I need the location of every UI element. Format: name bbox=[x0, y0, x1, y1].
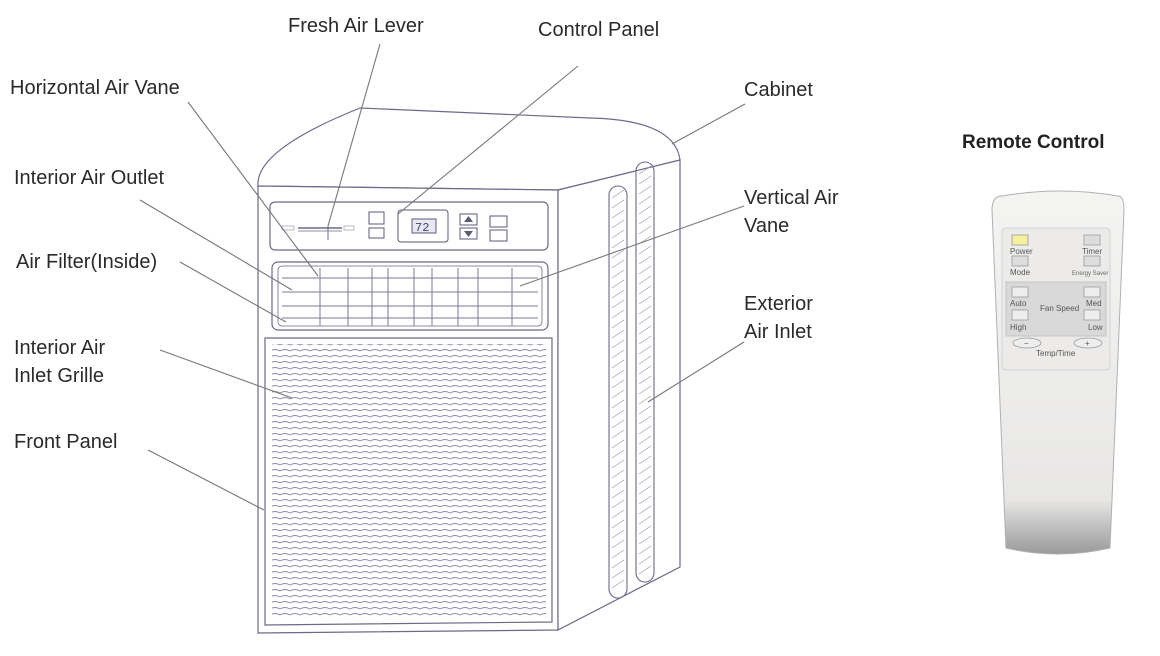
remote-low-label: Low bbox=[1088, 323, 1103, 332]
remote-auto-button bbox=[1011, 286, 1029, 298]
remote-power-label: Power bbox=[1010, 247, 1033, 256]
side-face bbox=[557, 159, 681, 631]
front-panel-frame bbox=[264, 337, 553, 626]
leader-horizontal-air-vane bbox=[187, 101, 319, 277]
cabinet-top bbox=[257, 107, 681, 191]
remote-fan-speed-label: Fan Speed bbox=[1040, 304, 1079, 313]
control-panel-strip bbox=[269, 201, 549, 251]
leader-fresh-air-lever bbox=[327, 43, 381, 227]
leader-vertical-air-vane bbox=[519, 205, 745, 287]
label-vertical-air-vane-line1: Vertical Air bbox=[744, 187, 839, 209]
leader-cabinet bbox=[671, 103, 746, 145]
label-interior-air-inlet-line1: Interior Air bbox=[14, 337, 106, 359]
leader-exterior-air-inlet bbox=[647, 341, 745, 403]
remote-energy-saver-button bbox=[1083, 255, 1101, 267]
interior-air-inlet-grille bbox=[272, 344, 546, 618]
exterior-air-inlet-vents bbox=[608, 161, 655, 599]
remote-high-label: High bbox=[1010, 323, 1026, 332]
remote-minus-button bbox=[1012, 337, 1042, 349]
remote-control-title: Remote Control bbox=[962, 132, 1105, 153]
label-control-panel: Control Panel bbox=[538, 19, 660, 41]
display-frame bbox=[397, 209, 449, 243]
air-outlet-frame bbox=[271, 261, 549, 331]
leader-lines bbox=[139, 43, 746, 511]
label-interior-air-outlet: Interior Air Outlet bbox=[14, 167, 165, 189]
remote-med-label: Med bbox=[1086, 299, 1102, 308]
label-exterior-air-inlet-line2: Air Inlet bbox=[744, 321, 812, 343]
leader-front-panel bbox=[147, 449, 265, 511]
remote-mode-button bbox=[1011, 255, 1029, 267]
label-interior-air-inlet-line2: Inlet Grille bbox=[14, 365, 105, 387]
remote-low-button bbox=[1083, 309, 1101, 321]
remote-auto-label: Auto bbox=[1010, 299, 1027, 308]
remote-timer-button bbox=[1083, 234, 1101, 246]
remote-temp-time-label: Temp/Time bbox=[1036, 349, 1076, 358]
label-cabinet: Cabinet bbox=[744, 79, 813, 101]
remote-power-button bbox=[1011, 234, 1029, 246]
leader-interior-air-inlet-grille bbox=[159, 349, 293, 399]
remote-high-button bbox=[1011, 309, 1029, 321]
remote-minus-label: − bbox=[1024, 339, 1029, 348]
label-front-panel: Front Panel bbox=[14, 431, 118, 453]
remote-plus-label: + bbox=[1085, 339, 1090, 348]
label-vertical-air-vane-line2: Vane bbox=[744, 215, 790, 237]
label-fresh-air-lever: Fresh Air Lever bbox=[288, 15, 424, 37]
leader-interior-air-outlet bbox=[139, 199, 293, 291]
label-air-filter: Air Filter(Inside) bbox=[16, 251, 158, 273]
fresh-air-lever-slot bbox=[281, 225, 355, 240]
remote-mode-label: Mode bbox=[1010, 268, 1031, 277]
leader-control-panel bbox=[397, 65, 579, 215]
control-panel-buttons bbox=[368, 209, 508, 243]
leader-air-filter bbox=[179, 261, 287, 323]
remote-control bbox=[991, 190, 1125, 555]
label-horizontal-air-vane: Horizontal Air Vane bbox=[10, 77, 180, 99]
remote-energy-saver-label: Energy Saver bbox=[1072, 271, 1108, 277]
remote-med-button bbox=[1083, 286, 1101, 298]
remote-plus-button bbox=[1073, 337, 1103, 349]
air-outlet-louvers bbox=[282, 268, 538, 326]
remote-timer-label: Timer bbox=[1082, 247, 1102, 256]
label-exterior-air-inlet-line1: Exterior bbox=[744, 293, 813, 315]
display-digits: 72 bbox=[415, 221, 429, 235]
